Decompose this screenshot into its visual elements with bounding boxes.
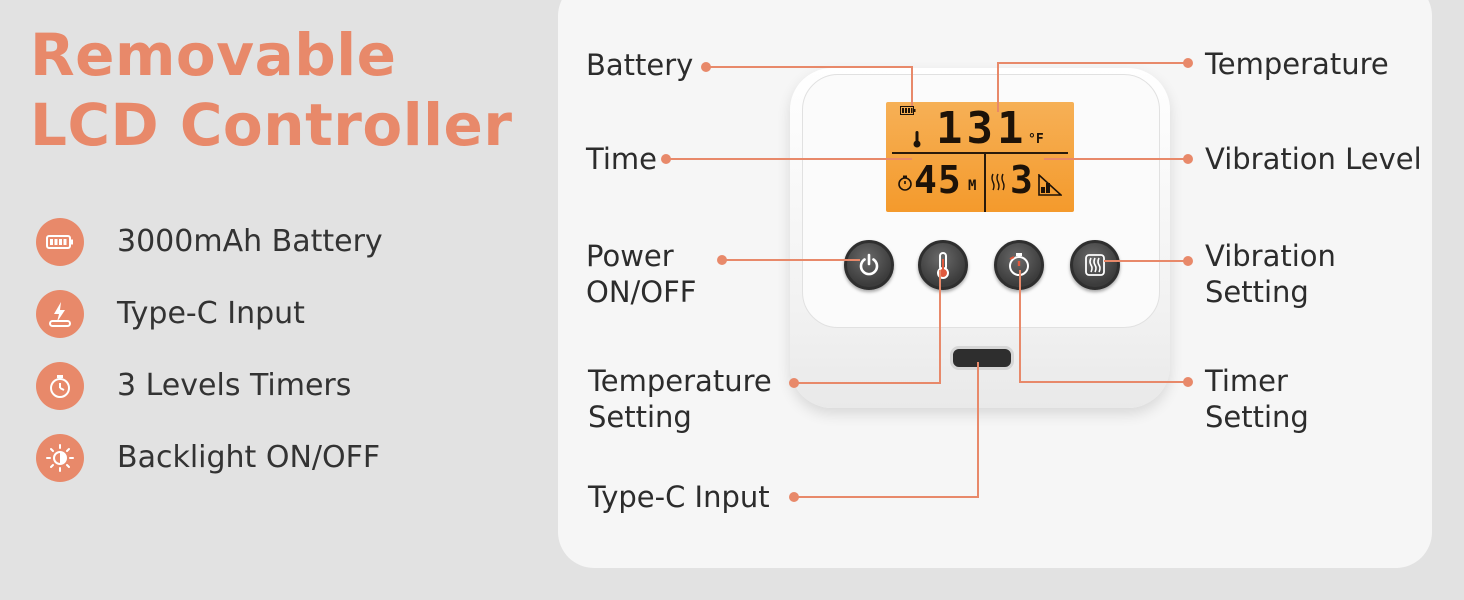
callout-temperature-setting-line-1: Temperature xyxy=(588,364,772,398)
feature-label: Type-C Input xyxy=(117,296,305,331)
title-line-1: Removable xyxy=(30,21,397,89)
callout-power: Power ON/OFF xyxy=(586,238,696,310)
lcd-temperature-value: 131 xyxy=(936,103,1028,154)
callout-battery: Battery xyxy=(586,48,694,82)
callout-vibration-setting: Vibration Setting xyxy=(1205,238,1336,310)
lcd-controller-device: 131 °F 45 M 3 xyxy=(790,68,1170,413)
callout-timer-setting: Timer Setting xyxy=(1205,363,1309,435)
lcd-timer-value: 45 xyxy=(914,158,962,202)
feature-list: 3000mAh Battery Type-C Input 3 Levels Ti… xyxy=(36,218,456,506)
vibration-setting-button[interactable] xyxy=(1070,240,1120,290)
lcd-battery-icon xyxy=(900,106,916,115)
battery-icon xyxy=(36,218,84,266)
feature-item-timers: 3 Levels Timers xyxy=(36,362,456,434)
feature-label: Backlight ON/OFF xyxy=(117,440,381,475)
usb-c-port xyxy=(950,346,1014,370)
feature-item-type-c: Type-C Input xyxy=(36,290,456,362)
power-button[interactable] xyxy=(844,240,894,290)
vibration-icon xyxy=(1085,254,1105,276)
brightness-icon xyxy=(36,434,84,482)
callout-vibration-setting-line-2: Setting xyxy=(1205,275,1309,309)
callout-type-c-input: Type-C Input xyxy=(588,480,770,514)
callout-temperature-setting: Temperature Setting xyxy=(588,363,772,435)
title-line-2: LCD Controller xyxy=(30,91,513,159)
timer-icon xyxy=(36,362,84,410)
lcd-screen: 131 °F 45 M 3 xyxy=(886,102,1074,212)
charging-plug-icon xyxy=(36,290,84,338)
feature-label: 3 Levels Timers xyxy=(117,368,352,403)
feature-item-backlight: Backlight ON/OFF xyxy=(36,434,456,506)
lcd-timer-icon xyxy=(898,175,912,191)
power-icon xyxy=(859,253,879,276)
lcd-timer-unit: M xyxy=(968,178,977,194)
lcd-thermometer-icon xyxy=(913,131,921,148)
lcd-level-bars-icon xyxy=(1038,174,1062,196)
page-title: Removable LCD Controller xyxy=(30,20,512,160)
callout-timer-setting-line-2: Setting xyxy=(1205,400,1309,434)
callout-time: Time xyxy=(586,142,657,176)
lcd-vibration-icon xyxy=(991,173,1005,191)
callout-temperature: Temperature xyxy=(1205,47,1389,81)
callout-power-line-1: Power xyxy=(586,239,674,273)
callout-timer-setting-line-1: Timer xyxy=(1205,364,1288,398)
temperature-setting-button[interactable] xyxy=(918,240,968,290)
feature-item-battery: 3000mAh Battery xyxy=(36,218,456,290)
callout-vibration-level: Vibration Level xyxy=(1205,142,1422,176)
callout-temperature-setting-line-2: Setting xyxy=(588,400,692,434)
lcd-vibration-value: 3 xyxy=(1010,158,1033,202)
feature-label: 3000mAh Battery xyxy=(117,224,383,259)
lcd-temperature-unit: °F xyxy=(1028,132,1044,147)
callout-vibration-setting-line-1: Vibration xyxy=(1205,239,1336,273)
callout-power-line-2: ON/OFF xyxy=(586,275,697,309)
